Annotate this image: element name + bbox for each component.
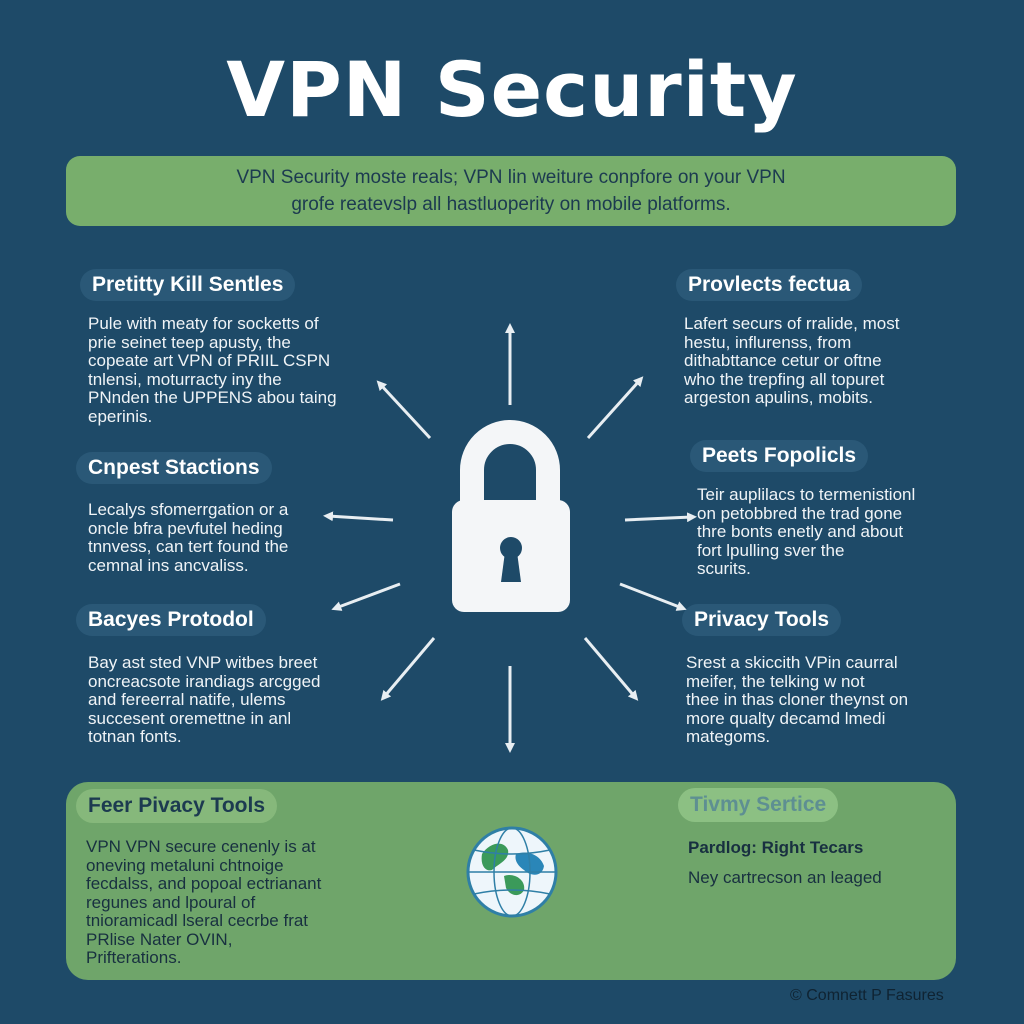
section-title-protocol: Bacyes Protodol bbox=[76, 604, 266, 636]
panel-right-text: Ney cartrecson an leaged bbox=[688, 868, 882, 887]
section-text-stations: Lecalys sfomerrgation or a oncle bfra pe… bbox=[88, 500, 289, 575]
section-title-stations: Cnpest Stactions bbox=[76, 452, 272, 484]
panel-left-title: Feer Pivacy Tools bbox=[76, 789, 278, 823]
arrow-icon bbox=[323, 323, 697, 753]
page-title: VPN Security bbox=[226, 45, 798, 134]
bottom-panel: Feer Pivacy Tools VPN VPN secure cenenly… bbox=[66, 782, 956, 980]
padlock-icon bbox=[452, 420, 570, 612]
panel-left-text: VPN VPN secure cenenly is at oneving met… bbox=[86, 837, 322, 967]
section-text-protocol: Bay ast sted VNP witbes breet oncreacsot… bbox=[88, 653, 321, 746]
section-title-protects: Provlects fectua bbox=[676, 269, 863, 301]
section-text-policies: Teir auplilacs to termenistionl on petob… bbox=[697, 485, 916, 578]
section-title-privacy-tools: Privacy Tools bbox=[682, 604, 842, 636]
section-text-protects: Lafert securs of rralide, most hestu, in… bbox=[684, 314, 900, 407]
intro-banner: VPN Security moste reals; VPN lin weitur… bbox=[66, 156, 956, 226]
panel-right-subtitle: Pardlog: Right Tecars bbox=[688, 838, 864, 857]
banner-line: grofe reatevslp all hastluoperity on mob… bbox=[291, 194, 731, 215]
copyright-footer: © Comnett P Fasures bbox=[790, 987, 944, 1004]
section-title-kill-switch: Pretitty Kill Sentles bbox=[80, 269, 296, 301]
banner-line: VPN Security moste reals; VPN lin weitur… bbox=[236, 167, 786, 188]
globe-icon bbox=[466, 826, 558, 918]
section-title-policies: Peets Fopolicls bbox=[690, 440, 869, 472]
section-text-privacy-tools: Srest a skiccith VPin caurral meifer, th… bbox=[686, 653, 909, 746]
section-text-kill-switch: Pule with meaty for socketts of prie sei… bbox=[88, 314, 337, 426]
panel-right-title: Tivmy Sertice bbox=[678, 788, 839, 822]
